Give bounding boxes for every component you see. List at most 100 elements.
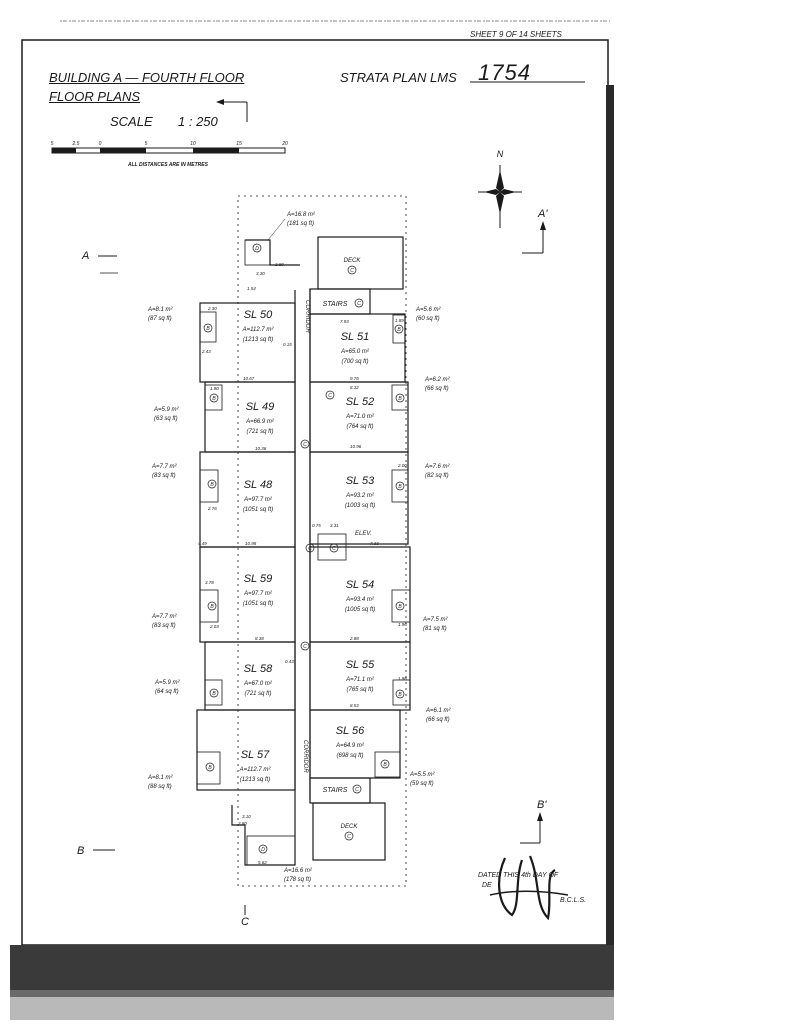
scale-value: 1 : 250 — [178, 114, 218, 129]
common-marker: C — [303, 442, 307, 448]
dimension: 5.62 — [258, 860, 267, 865]
lot-sqft: (765 sq ft) — [346, 687, 373, 693]
corridor-bottom-label: CORRIDOR — [302, 740, 308, 773]
balcony-sqft: (81 sq ft) — [423, 626, 447, 632]
dimension: 3.78 — [205, 580, 214, 585]
balcony-marker: B — [383, 762, 387, 768]
lot-sqft: (1213 sq ft) — [240, 777, 270, 783]
lot-area: A=66.9 m² — [245, 419, 275, 425]
lot-sqft: (698 sq ft) — [336, 753, 363, 759]
lot-area: A=97.7 m² — [243, 497, 273, 503]
elevator-label: ELEV. — [355, 531, 372, 537]
dimension: 10.36 — [255, 446, 267, 451]
lot-area: A=71.0 m² — [345, 414, 375, 420]
lot-sqft: (700 sq ft) — [341, 359, 368, 365]
section-b-prime-label: B' — [537, 799, 547, 811]
balcony-sqft: (87 sq ft) — [148, 316, 172, 322]
corridor-top-label: CORRIDOR — [304, 300, 310, 333]
lot-id: SL 52 — [346, 396, 375, 408]
dimension: 4.49 — [198, 541, 207, 546]
balcony-area: A=8.1 m² — [147, 775, 174, 781]
scale-bar: 5 2.5 0 5 10 15 20 — [51, 141, 288, 154]
balcony-marker: B — [212, 691, 216, 697]
lot-id: SL 48 — [244, 479, 273, 491]
balcony-marker: B — [212, 396, 216, 402]
dimension: 8.38 — [255, 636, 264, 641]
lot-id: SL 51 — [341, 331, 370, 343]
balcony-marker: B — [206, 326, 210, 332]
balcony-marker: B — [398, 604, 402, 610]
lot-id: SL 59 — [244, 573, 273, 585]
deck-top-label: DECK — [344, 258, 362, 264]
dimension: 2.03 — [209, 624, 219, 629]
dated-label: DATED THIS 4th DAY OF — [478, 872, 559, 879]
common-marker: C — [303, 644, 307, 650]
lot-id: SL 50 — [244, 309, 273, 321]
dimension: 8.53 — [350, 703, 359, 708]
balcony-sqft: (82 sq ft) — [425, 473, 449, 479]
lot-sqft: (1213 sq ft) — [243, 337, 273, 343]
dimension: 1.54 — [247, 286, 256, 291]
balcony-sqft: (64 sq ft) — [155, 689, 179, 695]
section-a-prime-label: A' — [537, 208, 548, 220]
dimension: 3.30 — [256, 271, 265, 276]
dimension: 0.43 — [285, 659, 294, 664]
strata-lots: SL 50 A=112.7 m² (1213 sq ft) SL 51 A=65… — [239, 309, 376, 783]
balcony-marker: B — [398, 484, 402, 490]
deck-bottom-label: DECK — [341, 824, 359, 830]
balcony-marker: B — [210, 604, 214, 610]
lot-sqft: (1051 sq ft) — [243, 507, 273, 513]
balcony-area: A=7.5 m² — [422, 617, 449, 623]
common-marker: C — [347, 834, 351, 840]
bcls-label: B.C.L.S. — [560, 897, 587, 904]
dimension: 3.10 — [242, 814, 251, 819]
lot-area: A=64.9 m² — [335, 743, 365, 749]
dimension: 1.98 — [398, 676, 407, 681]
balcony-area: A=6.2 m² — [424, 377, 451, 383]
lot-area: A=112.7 m² — [239, 767, 272, 773]
balcony-sqft: (83 sq ft) — [152, 623, 176, 629]
dimension: 10.96 — [350, 444, 362, 449]
common-marker: C — [332, 546, 336, 552]
north-arrow: N — [478, 149, 522, 228]
balcony-marker: B — [210, 482, 214, 488]
stairs-top-label: STAIRS — [323, 301, 348, 308]
balcony-area: A=5.9 m² — [154, 680, 181, 686]
balcony-area: A=7.7 m² — [151, 614, 178, 620]
scale-tick: 15 — [236, 141, 242, 147]
dimension: 2.30 — [207, 306, 217, 311]
balcony-area: A=5.9 m² — [153, 407, 180, 413]
balcony-area: A=5.6 m² — [415, 307, 442, 313]
sheet-number: SHEET 9 OF 14 SHEETS — [470, 30, 562, 39]
lot-sqft: (721 sq ft) — [246, 429, 273, 435]
balcony-sqft: (178 sq ft) — [284, 877, 311, 883]
dimension: 2.80 — [274, 262, 284, 267]
balcony-sqft: (88 sq ft) — [148, 784, 172, 790]
lot-area: A=93.4 m² — [345, 597, 375, 603]
stairs-bottom-label: STAIRS — [323, 787, 348, 794]
dimension: 1.96 — [398, 622, 407, 627]
balcony-sqft: (63 sq ft) — [154, 416, 178, 422]
scale-tick: 10 — [190, 141, 196, 147]
dimension: 9.76 — [350, 376, 359, 381]
dimension: 0.15 — [283, 342, 292, 347]
building-outline — [196, 236, 411, 866]
balcony-area: A=7.7 m² — [151, 464, 178, 470]
north-label: N — [497, 149, 504, 159]
section-c-label: C — [241, 916, 249, 928]
balcony-area: A=7.6 m² — [424, 464, 451, 470]
dimension: 2.43 — [201, 349, 211, 354]
scale-tick: 20 — [281, 141, 288, 147]
lot-sqft: (721 sq ft) — [244, 691, 271, 697]
scale-label: SCALE — [110, 114, 153, 129]
balcony-marker: B — [208, 765, 212, 771]
common-marker: C — [350, 268, 354, 274]
section-a-label: A — [81, 250, 89, 262]
dimension: 1.90 — [210, 386, 219, 391]
common-marker: C — [328, 393, 332, 399]
balcony-area: A=16.6 m² — [283, 868, 313, 874]
scale-tick: 5 — [51, 141, 54, 147]
balcony-area: A=16.8 m² — [286, 212, 316, 218]
common-marker: C — [355, 787, 359, 793]
dimension: 2.88 — [349, 636, 359, 641]
